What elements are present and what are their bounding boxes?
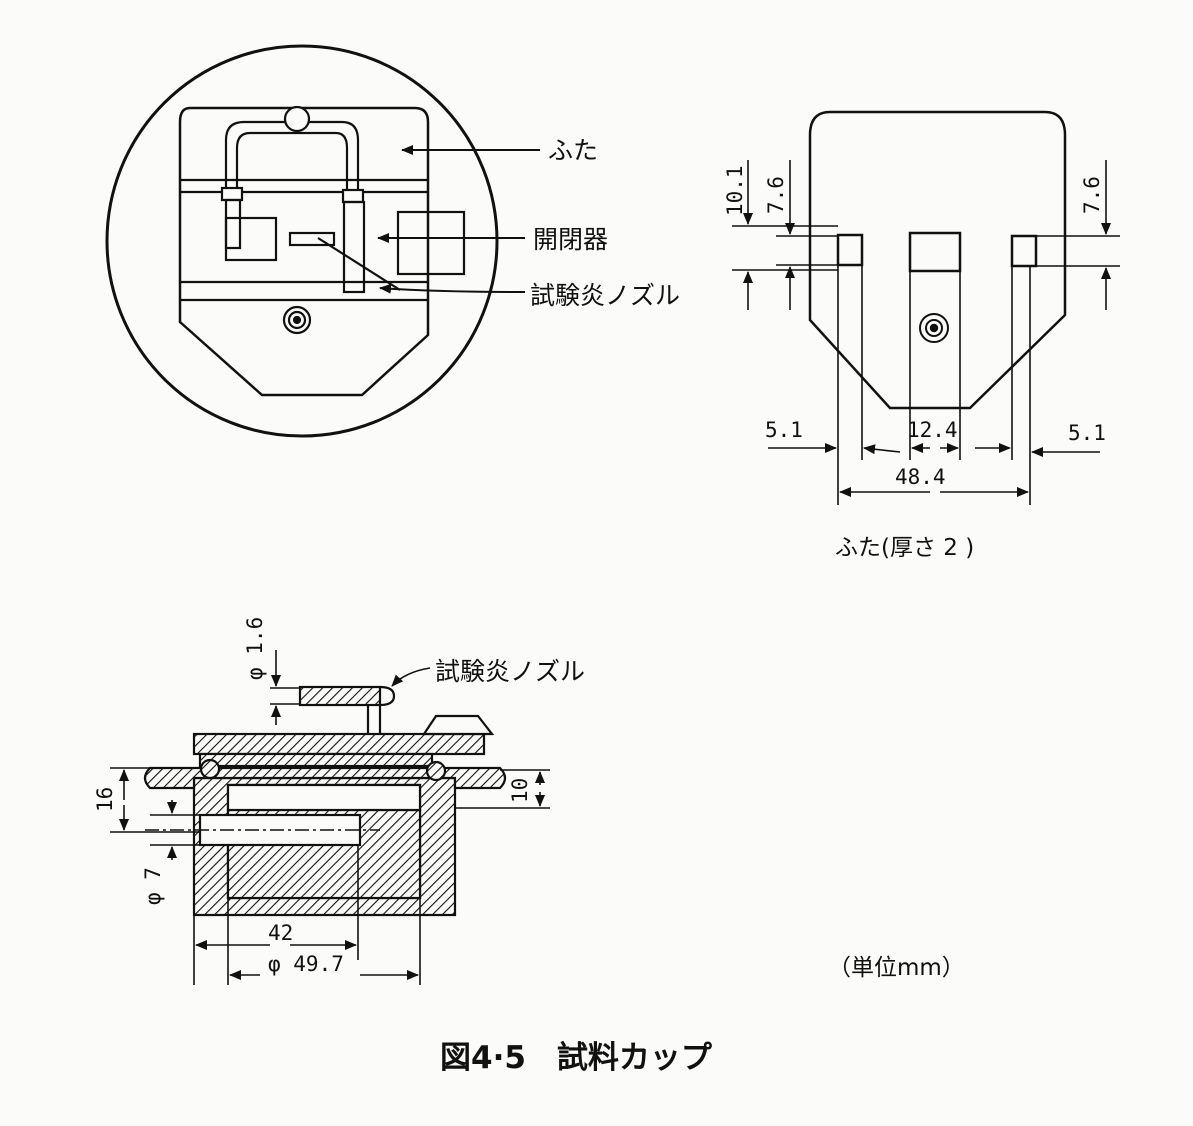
dim-7-6-left: 7.6 (764, 176, 788, 214)
top-view (105, 44, 499, 438)
dim-10: 10 (508, 778, 532, 803)
dim-12-4: 12.4 (907, 418, 958, 442)
nozzle-tube (298, 685, 382, 707)
lid-section (192, 732, 486, 756)
dim-phi-7: φ 7 (141, 867, 165, 905)
lid-label: ふた (548, 136, 598, 165)
figure-title: 図4·5 試料カップ (440, 1040, 713, 1076)
dim-10-1: 10.1 (723, 165, 747, 216)
lid-caption: ふた(厚さ 2 ) (835, 535, 974, 561)
dim-48-4: 48.4 (895, 465, 946, 489)
cup-outline-circle (105, 44, 499, 438)
lid-slot-center (908, 231, 962, 273)
dim-42: 42 (268, 921, 293, 945)
dim-phi-1-6: φ 1.6 (243, 617, 267, 680)
lid-dimension-lines (732, 160, 1120, 505)
section-dimension-lines (110, 650, 550, 985)
lid-plate-outline (808, 110, 1067, 410)
dim-5-1-left: 5.1 (765, 418, 803, 442)
section-nozzle-label: 試験炎ノズル (435, 657, 585, 686)
opener-block (396, 210, 466, 276)
dim-5-1-right: 5.1 (1068, 421, 1106, 445)
knob (283, 105, 311, 133)
lid-outline (178, 106, 430, 397)
dim-phi-49-7: φ 49.7 (268, 952, 344, 976)
lid-drawing (808, 110, 1067, 410)
lid-slot-left (836, 233, 864, 267)
nozzle-slot (288, 231, 336, 247)
cup-flange (143, 766, 507, 790)
shutter-knob (421, 714, 495, 736)
nozzle-label: 試験炎ノズル (530, 281, 680, 310)
dim-16: 16 (93, 787, 117, 812)
unit-note: （単位mm） (828, 955, 965, 981)
opener-label: 開閉器 (533, 225, 608, 254)
dim-7-6-right: 7.6 (1080, 176, 1104, 214)
top-view-leaders (377, 145, 540, 294)
lid-slot-right (1010, 234, 1038, 268)
section-view (143, 685, 507, 917)
